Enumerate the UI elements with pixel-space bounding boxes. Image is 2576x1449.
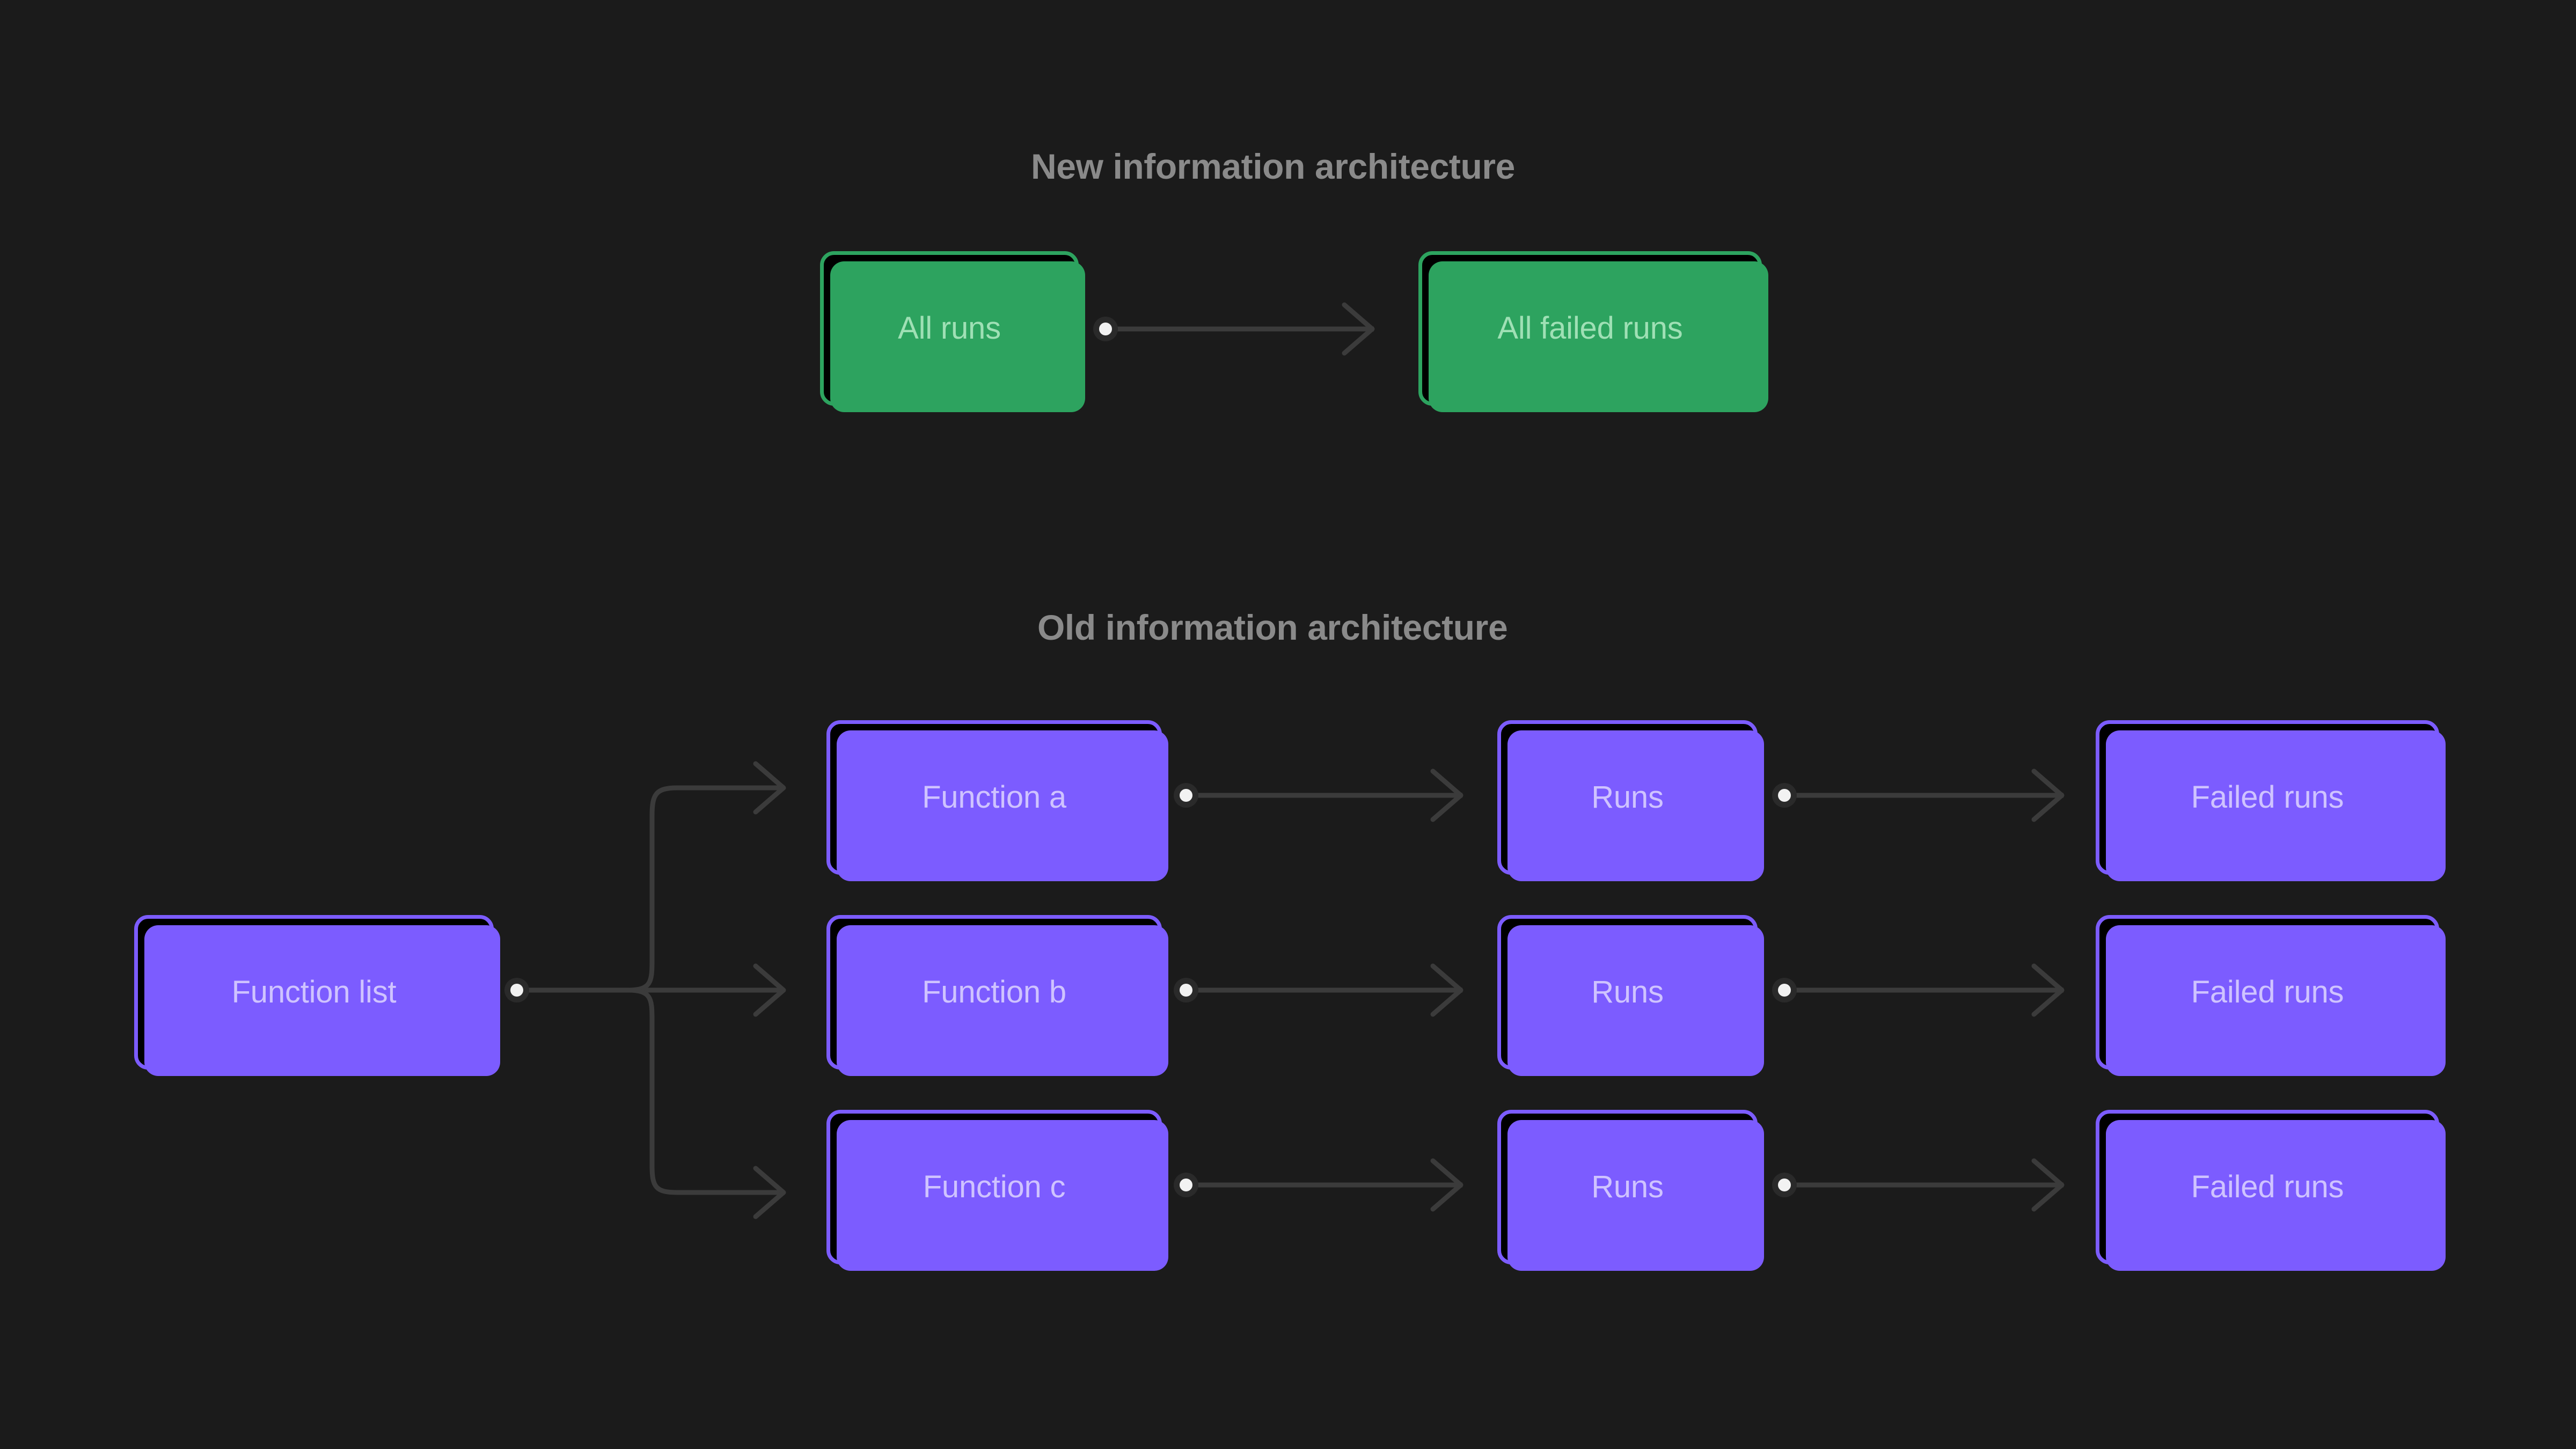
node-all-failed-runs[interactable]: All failed runs (1418, 251, 1768, 412)
node-function-c[interactable]: Function c (826, 1110, 1168, 1271)
node-label: Failed runs (2191, 780, 2344, 815)
node-label: Runs (1591, 1169, 1664, 1204)
node-function-list[interactable]: Function list (134, 915, 500, 1076)
node-runs-b[interactable]: Runs (1497, 915, 1764, 1076)
node-label: Runs (1591, 975, 1664, 1009)
connector-function-b-to-runs-b (1174, 963, 1463, 1017)
node-label: Function c (923, 1169, 1066, 1204)
node-runs-c[interactable]: Runs (1497, 1110, 1764, 1271)
node-label: All failed runs (1497, 311, 1683, 346)
node-failed-runs-b[interactable]: Failed runs (2096, 915, 2446, 1076)
node-label: All runs (898, 311, 1001, 346)
node-failed-runs-a[interactable]: Failed runs (2096, 720, 2446, 881)
node-label: Failed runs (2191, 975, 2344, 1009)
connector-runs-b-to-failed-runs-b (1772, 963, 2065, 1017)
node-label: Function a (922, 780, 1066, 815)
connector-function-c-to-runs-c (1174, 1158, 1463, 1212)
node-label: Function b (922, 975, 1066, 1009)
node-runs-a[interactable]: Runs (1497, 720, 1764, 881)
section-heading-new: New information architecture (1031, 147, 1515, 186)
node-label: Function list (231, 975, 397, 1009)
node-function-a[interactable]: Function a (826, 720, 1168, 881)
connector-function-a-to-runs-a (1174, 769, 1463, 822)
node-label: Failed runs (2191, 1169, 2344, 1204)
section-heading-old: Old information architecture (1037, 608, 1508, 647)
node-label: Runs (1591, 780, 1664, 815)
connector-runs-a-to-failed-runs-a (1772, 769, 2065, 822)
connector-function-list-fork (504, 761, 786, 1219)
node-failed-runs-c[interactable]: Failed runs (2096, 1110, 2446, 1271)
node-function-b[interactable]: Function b (826, 915, 1168, 1076)
node-all-runs[interactable]: All runs (820, 251, 1085, 412)
connector-runs-c-to-failed-runs-c (1772, 1158, 2065, 1212)
connector-all-runs-to-all-failed-runs (1093, 302, 1375, 356)
